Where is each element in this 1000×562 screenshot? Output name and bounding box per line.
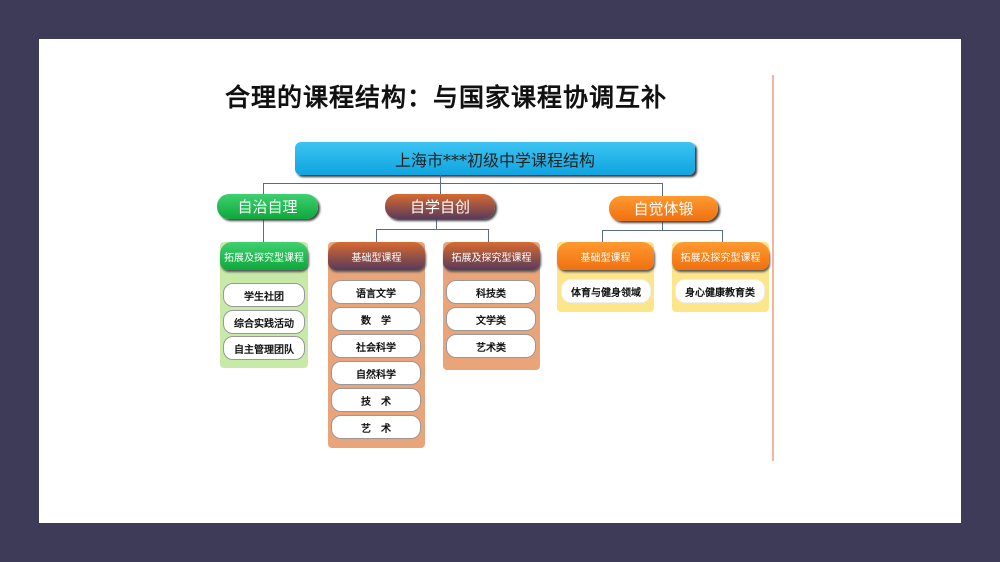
list-item: 自主管理团队 [223,336,305,360]
branch-zizhi: 自治自理 [217,194,318,219]
column-orange-expand: 拓展及探究型课程 身心健康教育类 [672,242,769,312]
list-item: 学生社团 [223,283,305,307]
list-item: 自然科学 [331,361,421,385]
column-header: 拓展及探究型课程 [672,242,769,270]
list-item: 文学类 [446,307,536,331]
root-node: 上海市***初级中学课程结构 [295,142,695,175]
connector [488,229,489,242]
connector [602,230,722,231]
branch-zijue: 自觉体锻 [609,196,718,221]
list-item: 综合实践活动 [223,310,305,334]
list-item: 艺术类 [446,334,536,358]
connector [376,229,488,230]
list-item: 社会科学 [331,334,421,358]
branch-zixue: 自学自创 [385,194,495,219]
divider-line [772,75,774,461]
column-brown-basic: 基础型课程 语言文学 数 学 社会科学 自然科学 技 术 艺 术 [328,242,425,448]
connector [662,183,663,196]
column-brown-expand: 拓展及探究型课程 科技类 文学类 艺术类 [443,242,540,370]
connector [376,229,377,242]
column-header: 拓展及探究型课程 [443,242,540,270]
connector [263,183,663,184]
column-orange-basic: 基础型课程 体育与健身领域 [557,242,654,312]
connector [440,175,441,194]
connector [263,219,264,242]
page-title: 合理的课程结构：与国家课程协调互补 [225,83,668,112]
list-item: 技 术 [331,388,421,412]
column-header: 基础型课程 [328,242,425,270]
connector [602,230,603,242]
connector [263,183,264,194]
connector [436,219,437,229]
list-item: 体育与健身领域 [561,279,651,303]
connector [662,221,663,230]
list-item: 艺 术 [331,415,421,439]
column-header: 基础型课程 [557,242,654,270]
connector [722,230,723,242]
column-green-expand: 拓展及探究型课程 学生社团 综合实践活动 自主管理团队 [220,242,308,368]
column-header: 拓展及探究型课程 [220,242,308,270]
list-item: 数 学 [331,307,421,331]
list-item: 科技类 [446,280,536,304]
list-item: 语言文学 [331,280,421,304]
list-item: 身心健康教育类 [675,279,765,303]
